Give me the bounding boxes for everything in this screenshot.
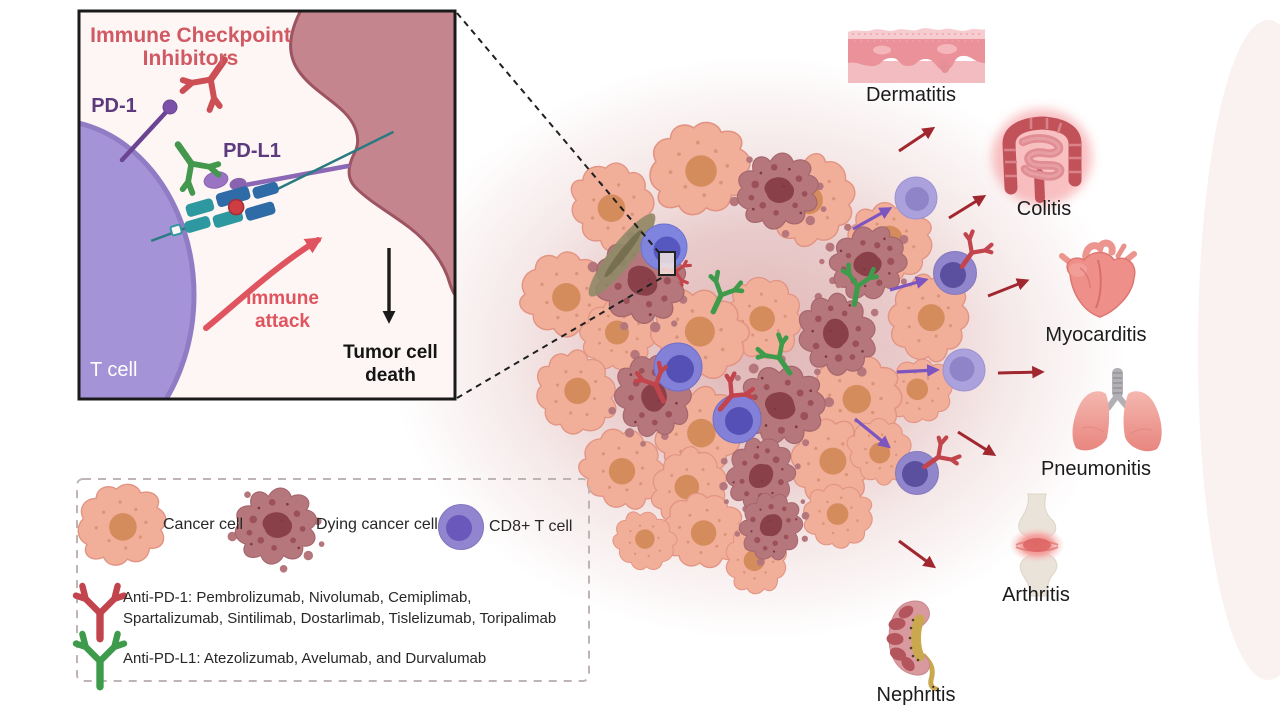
inset-box	[77, 9, 457, 401]
organ-arrows	[898, 126, 1045, 569]
pd1-receptor-head	[162, 99, 178, 115]
arrow-to-nephritis	[898, 539, 937, 569]
heart-icon	[1059, 239, 1137, 318]
immune-attack-arrow	[203, 237, 323, 331]
inset-title: Immune Checkpoint Inhibitors	[90, 24, 291, 70]
purple-arrow	[853, 417, 891, 449]
arrow-to-myocarditis	[987, 278, 1030, 298]
pdl1-label: PD-L1	[223, 140, 281, 162]
purple-arrow	[852, 207, 893, 231]
legend-border	[76, 478, 590, 682]
colitis-label: Colitis	[1016, 198, 1072, 220]
arrow-to-colitis	[948, 195, 987, 220]
anti-pd1-antibody-icon	[76, 586, 124, 639]
tcr-mhc-complex	[150, 130, 395, 243]
immune-attack-label: Immune attack	[246, 288, 319, 332]
inset-connector-lines	[456, 12, 664, 399]
circulating-t-cells	[894, 176, 995, 495]
fibroblast	[588, 213, 656, 297]
inset-tumor-cell	[290, 12, 454, 294]
zoom-region-box	[658, 251, 676, 276]
legend-box	[76, 478, 590, 687]
pd1-label: PD-1	[91, 95, 137, 117]
tumor-cell-death-label: Tumor cell death	[343, 342, 438, 386]
cancer-cell-legend-label: Cancer cell	[163, 516, 244, 533]
dermatitis-label: Dermatitis	[865, 84, 956, 106]
inset-border	[77, 9, 457, 401]
arrow-to-pneumonitis	[997, 365, 1045, 379]
inset-t-cell	[80, 120, 197, 398]
lungs-icon	[1072, 368, 1162, 452]
pd1-receptor-stem	[119, 107, 171, 163]
tumor-mass	[505, 121, 986, 599]
t-cell-arrows	[852, 207, 940, 449]
pneumonitis-label: Pneumonitis	[1040, 458, 1152, 480]
arrow-to-dermatitis	[898, 126, 936, 153]
nephritis-label: Nephritis	[876, 684, 956, 706]
antigen-dot	[227, 198, 245, 216]
cd8-t-cell-legend-label: CD8+ T cell	[489, 518, 573, 535]
anti-pd1-drugs-text: Anti-PD-1: Pembrolizumab, Nivolumab, Cem…	[123, 589, 557, 627]
skin-icon	[848, 28, 985, 83]
intestine-icon	[992, 109, 1092, 205]
arthritis-label: Arthritis	[1002, 584, 1070, 606]
pdl1-stem	[237, 163, 351, 189]
myocarditis-label: Myocarditis	[1045, 324, 1147, 346]
purple-arrow	[896, 364, 940, 377]
tumor-infiltrating-t-cells	[640, 223, 762, 444]
dying-cancer-cell-legend-label: Dying cancer cell	[316, 516, 438, 533]
purple-arrow	[889, 276, 929, 292]
joint-icon	[1009, 493, 1065, 597]
kidney-icon	[886, 600, 939, 692]
arrow-to-arthritis	[957, 430, 997, 457]
t-cell-label: T cell	[90, 359, 138, 381]
cancer-cell-legend-icon	[77, 483, 167, 566]
anti-pdl1-drugs-text: Anti-PD-L1: Atezolizumab, Avelumab, and …	[123, 650, 487, 667]
